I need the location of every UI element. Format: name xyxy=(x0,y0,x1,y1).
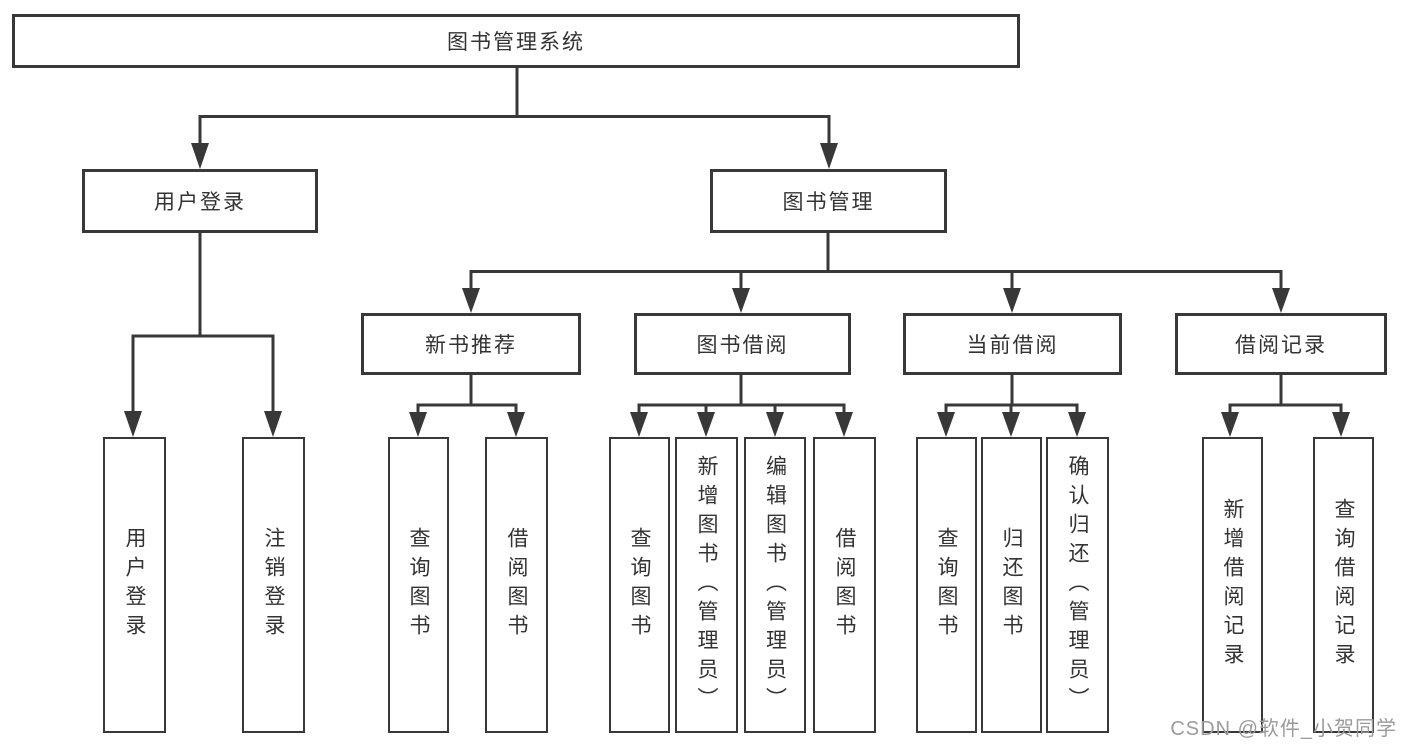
node-label: 编辑图书（管理员） xyxy=(763,454,787,716)
node-label: 查询图书 xyxy=(935,527,958,643)
arrowhead xyxy=(191,143,209,169)
node-label: 查询图书 xyxy=(628,527,651,643)
arrowhead xyxy=(697,412,715,437)
node-label: 新书推荐 xyxy=(425,334,517,357)
node-book-management: 图书管理 xyxy=(710,169,947,233)
node-label: 图书管理系统 xyxy=(447,31,585,54)
leaf-borrow-books: 借阅图书 xyxy=(813,437,876,733)
leaf-return-books: 归还图书 xyxy=(981,437,1042,733)
node-book-borrow: 图书借阅 xyxy=(634,313,851,375)
arrowhead xyxy=(264,411,282,437)
arrowhead xyxy=(732,288,750,313)
leaf-confirm-return-admin: 确认归还（管理员） xyxy=(1046,437,1109,733)
connector-group-book-management xyxy=(462,233,1290,313)
node-label: 借阅图书 xyxy=(505,527,528,643)
leaf-add-books-admin: 新增图书（管理员） xyxy=(675,437,738,733)
arrowhead xyxy=(462,288,480,313)
node-borrow-record: 借阅记录 xyxy=(1175,313,1387,375)
node-label: 用户登录 xyxy=(154,191,246,214)
node-label: 当前借阅 xyxy=(966,334,1059,357)
connector-group-current-borrow xyxy=(937,375,1086,437)
arrowhead xyxy=(1221,412,1239,437)
connector-group-user-login xyxy=(124,233,282,437)
arrowhead xyxy=(1003,288,1021,313)
node-user-login: 用户登录 xyxy=(82,169,318,233)
node-label: 查询图书 xyxy=(407,527,430,643)
arrowhead xyxy=(1068,412,1086,437)
connector-group-borrow-record xyxy=(1221,375,1350,437)
leaf-query-borrow-record: 查询借阅记录 xyxy=(1313,437,1374,733)
arrowhead xyxy=(409,412,427,437)
node-label: 新增借阅记录 xyxy=(1221,498,1244,672)
node-label: 查询借阅记录 xyxy=(1332,498,1355,672)
node-label: 借阅记录 xyxy=(1235,334,1327,357)
leaf-query-books-borrow: 查询图书 xyxy=(609,437,670,733)
arrowhead xyxy=(1002,412,1020,437)
connector-group-book-borrow xyxy=(630,375,853,437)
leaf-borrow-books-recommend: 借阅图书 xyxy=(485,437,548,733)
arrowhead xyxy=(1272,288,1290,313)
leaf-add-borrow-record: 新增借阅记录 xyxy=(1202,437,1263,733)
node-label: 注销登录 xyxy=(262,527,285,643)
node-label: 归还图书 xyxy=(1000,527,1023,643)
connector-group-new-book-recommend xyxy=(409,375,525,437)
arrowhead xyxy=(630,412,648,437)
node-label: 确认归还（管理员） xyxy=(1066,454,1089,716)
node-label: 图书借阅 xyxy=(696,334,789,357)
node-label: 图书管理 xyxy=(782,191,875,214)
csdn-watermark: CSDN @软件_小贺同学 xyxy=(1170,718,1397,740)
leaf-user-login: 用户登录 xyxy=(103,437,166,733)
leaf-query-books-recommend: 查询图书 xyxy=(388,437,449,733)
arrowhead xyxy=(124,411,142,437)
node-new-book-recommend: 新书推荐 xyxy=(361,313,581,375)
arrowhead xyxy=(766,412,784,437)
arrowhead xyxy=(507,412,525,437)
arrowhead xyxy=(820,143,838,169)
leaf-logout: 注销登录 xyxy=(242,437,305,733)
node-label: 借阅图书 xyxy=(833,527,856,643)
leaf-edit-books-admin: 编辑图书（管理员） xyxy=(744,437,806,733)
arrowhead xyxy=(937,412,955,437)
leaf-query-books-current: 查询图书 xyxy=(916,437,977,733)
node-current-borrow: 当前借阅 xyxy=(903,313,1122,375)
node-label: 新增图书（管理员） xyxy=(695,454,718,716)
arrowhead xyxy=(1332,412,1350,437)
node-label: 用户登录 xyxy=(123,527,146,643)
node-library-management-system: 图书管理系统 xyxy=(12,14,1020,68)
arrowhead xyxy=(835,412,853,437)
connector-group-root xyxy=(191,68,838,169)
